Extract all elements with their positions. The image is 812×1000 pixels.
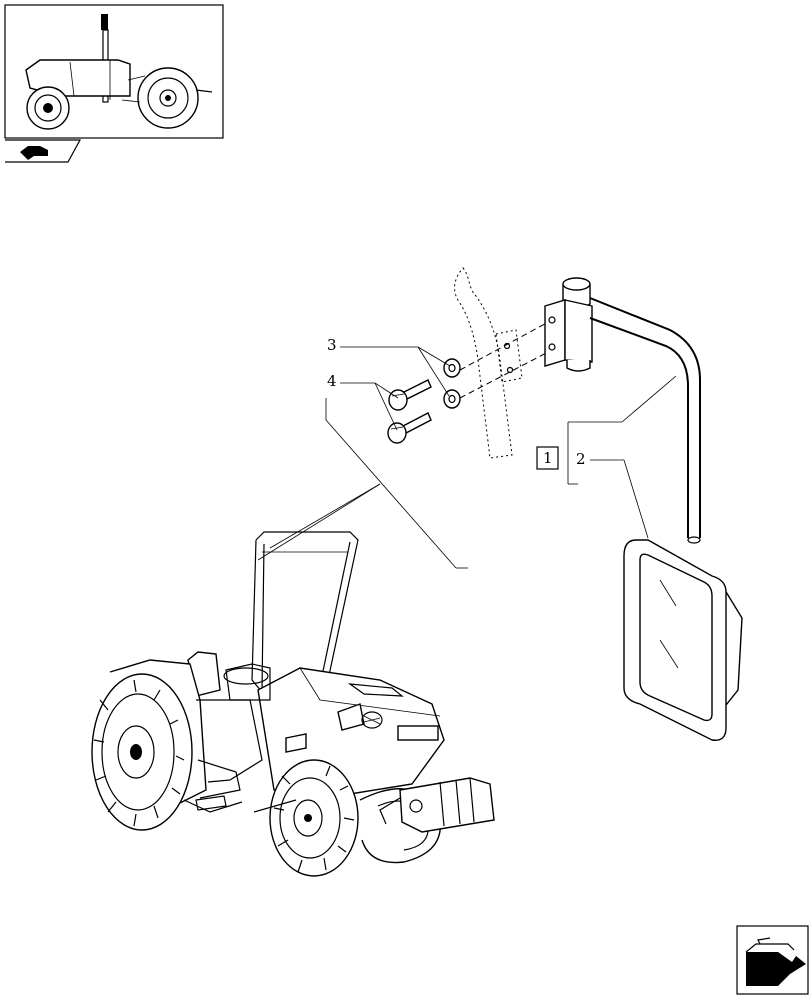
note-box-label: 1 — [543, 449, 553, 467]
washer — [443, 389, 461, 409]
next-page-arrow-icon[interactable] — [736, 925, 809, 995]
cab-pillar — [454, 267, 523, 459]
callout-4: 4 — [327, 372, 337, 390]
leader-lines — [257, 346, 677, 569]
mirror-bracket — [544, 277, 593, 372]
note-box: 1 — [536, 446, 559, 470]
callout-2: 2 — [576, 450, 586, 468]
bolt — [388, 379, 432, 411]
bolt — [387, 412, 432, 444]
callout-3: 3 — [327, 336, 337, 354]
mirror-head — [623, 539, 743, 741]
section-arrow-icon — [5, 139, 82, 163]
tractor-thumbnail-icon — [4, 4, 224, 139]
mirror-arm — [589, 297, 701, 544]
tractor-illustration — [91, 531, 495, 877]
washer — [443, 358, 461, 378]
